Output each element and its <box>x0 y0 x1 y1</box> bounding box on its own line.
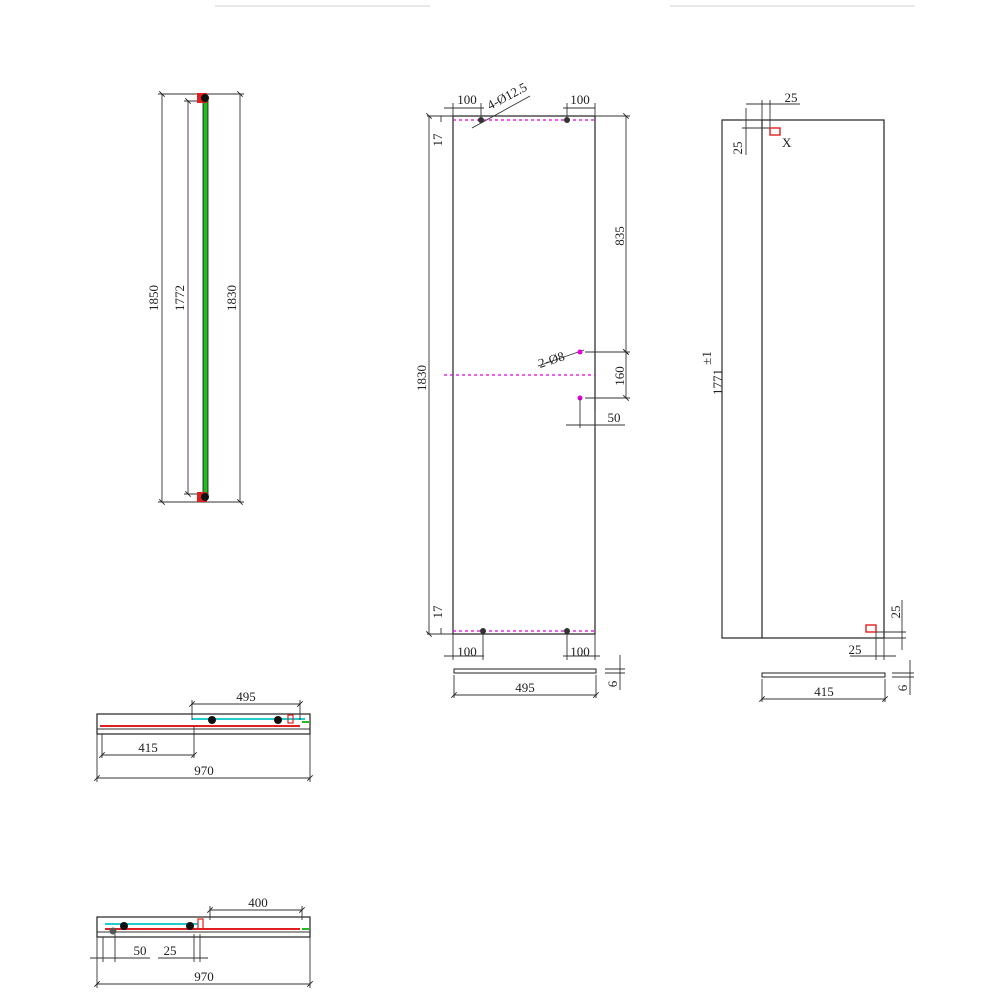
fixed-panel-thickness <box>761 672 886 678</box>
plan-frame-open <box>96 916 311 938</box>
dim-plan-open-slide: 400 <box>248 895 268 910</box>
dim-upper-segment: 835 <box>612 226 627 246</box>
top-hole-left <box>478 117 484 123</box>
dim-plan-overall: 970 <box>194 763 214 778</box>
plan-view-closed: 495 415 970 <box>93 689 314 782</box>
roller-left <box>208 716 216 724</box>
dim-panel-thickness: 6 <box>605 680 620 687</box>
dim-plan-open-gap: 25 <box>164 943 177 958</box>
sliding-panel-elevation: 100 100 4-Ø12.5 1830 17 17 835 2-Ø8 160 <box>414 79 630 699</box>
top-roller <box>201 94 209 102</box>
dim-plan-fixed: 415 <box>138 740 158 755</box>
dim-plan-slide: 495 <box>236 689 256 704</box>
roller-right-open <box>186 922 194 930</box>
label-corner-mark: X <box>782 135 792 150</box>
fixed-panel-outline <box>721 119 885 639</box>
dim-panel-width: 495 <box>515 680 535 695</box>
dim-mid-inset: 50 <box>608 410 621 425</box>
dim-bottom-right-edge: 100 <box>570 644 590 659</box>
dim-top-right-edge: 100 <box>570 92 590 107</box>
dim-glass-height: 1830 <box>224 285 239 311</box>
dim-top-height: 25 <box>730 142 745 155</box>
plan-view-open: 400 50 25 970 <box>90 895 314 988</box>
dim-fixed-height: 1771 <box>710 369 725 395</box>
plan-frame-closed <box>96 713 311 735</box>
dim-bottom-width: 25 <box>849 642 862 657</box>
dim-fixed-width: 415 <box>814 684 834 699</box>
side-elevation: 1850 1772 1830 <box>146 90 244 506</box>
label-top-holes: 4-Ø12.5 <box>484 79 529 112</box>
dim-inner-height: 1772 <box>172 285 187 311</box>
dim-top-width: 25 <box>785 90 798 105</box>
roller-right <box>274 716 282 724</box>
dim-top-left-edge: 100 <box>457 92 477 107</box>
bottom-guide <box>201 493 209 501</box>
bottom-hole-left <box>480 628 486 634</box>
dim-overall-height: 1850 <box>146 285 161 311</box>
bottom-corner-notch <box>865 624 877 633</box>
dim-plan-open-overall: 970 <box>194 969 214 984</box>
dim-mid-gap: 160 <box>612 366 627 386</box>
dim-plan-open-inset: 50 <box>134 943 147 958</box>
dim-fixed-height-tolerance: ±1 <box>699 351 714 365</box>
dim-top-offset: 17 <box>430 133 445 147</box>
roller-left-open <box>120 922 128 930</box>
bottom-hole-right <box>564 628 570 634</box>
dim-panel-height: 1830 <box>414 365 429 391</box>
dim-bottom-offset: 17 <box>430 605 445 619</box>
fixed-panel-elevation: 25 25 X 1771 ±1 25 25 415 6 <box>699 90 914 703</box>
sliding-panel-thickness <box>453 668 597 674</box>
top-corner-notch <box>769 127 781 136</box>
label-middle-holes: 2-Ø8 <box>536 348 566 371</box>
dim-fixed-thickness: 6 <box>895 684 910 691</box>
dim-bottom-left-edge: 100 <box>457 644 477 659</box>
middle-hole-upper <box>577 349 583 355</box>
top-hole-right <box>564 117 570 123</box>
glass-panel-side <box>202 99 209 499</box>
dim-bottom-height: 25 <box>888 606 903 619</box>
